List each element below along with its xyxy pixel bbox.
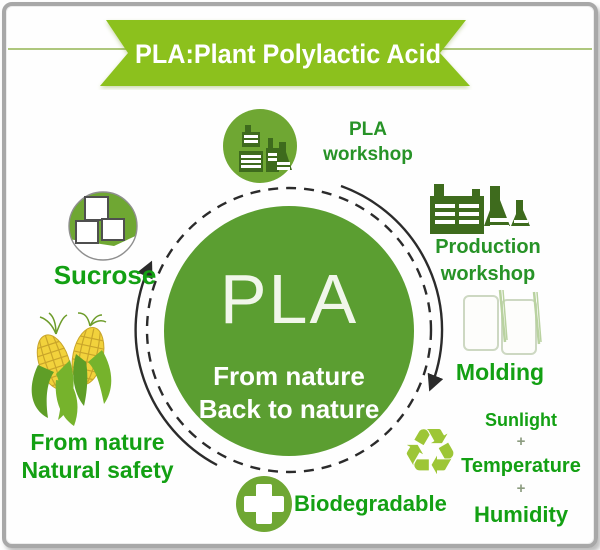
tagline-line1: From nature bbox=[213, 361, 365, 391]
sucrose-icon bbox=[68, 191, 138, 261]
production-workshop-line1: Production bbox=[435, 236, 541, 258]
tagline-line2: Back to nature bbox=[198, 394, 380, 424]
page-title: PLA:Plant Polylactic Acid bbox=[135, 39, 441, 69]
pla-workshop-icon bbox=[223, 109, 297, 183]
pla-workshop-label: PLA workshop bbox=[318, 117, 418, 167]
recycle-icon: ♻ bbox=[401, 416, 459, 488]
cycle-arrow-right-icon bbox=[340, 184, 444, 392]
temperature-label: Temperature bbox=[461, 455, 581, 477]
sunlight-label: Sunlight bbox=[485, 410, 557, 430]
from-nature-label: From nature Natural safety bbox=[15, 428, 180, 484]
pla-workshop-line2: workshop bbox=[323, 144, 413, 165]
plus-sign-2: + bbox=[516, 480, 526, 497]
title-ribbon: PLA:Plant Polylactic Acid bbox=[100, 20, 470, 86]
cycle-arrow-left-icon bbox=[134, 260, 218, 467]
sucrose-label: Sucrose bbox=[53, 260, 157, 290]
pla-workshop-line1: PLA bbox=[349, 119, 387, 140]
dashed-cycle-circle bbox=[145, 186, 433, 474]
plus-sign-1: + bbox=[516, 433, 526, 450]
humidity-label: Humidity bbox=[473, 502, 569, 527]
from-nature-line1: From nature bbox=[30, 429, 165, 455]
production-workshop-icon bbox=[430, 184, 530, 234]
corn-husk-leaves bbox=[31, 350, 112, 426]
corn-icon bbox=[31, 312, 112, 426]
from-nature-line2: Natural safety bbox=[21, 457, 174, 483]
cycle-arrows bbox=[134, 184, 444, 474]
biodegradable-cross-icon bbox=[236, 476, 292, 532]
ribbon-shape bbox=[100, 20, 470, 86]
sugar-cubes bbox=[75, 196, 125, 244]
molding-label: Molding bbox=[455, 359, 545, 385]
center-tagline: From nature Back to nature bbox=[164, 360, 414, 426]
production-workshop-label: Production workshop bbox=[424, 234, 552, 288]
molding-icon bbox=[463, 289, 542, 355]
production-workshop-line2: workshop bbox=[440, 263, 536, 285]
center-acronym: PLA bbox=[219, 260, 359, 338]
conditions-label: Sunlight + Temperature + Humidity bbox=[448, 410, 594, 528]
biodegradable-label: Biodegradable bbox=[294, 491, 447, 516]
center-circle: PLA From nature Back to nature bbox=[164, 206, 414, 456]
